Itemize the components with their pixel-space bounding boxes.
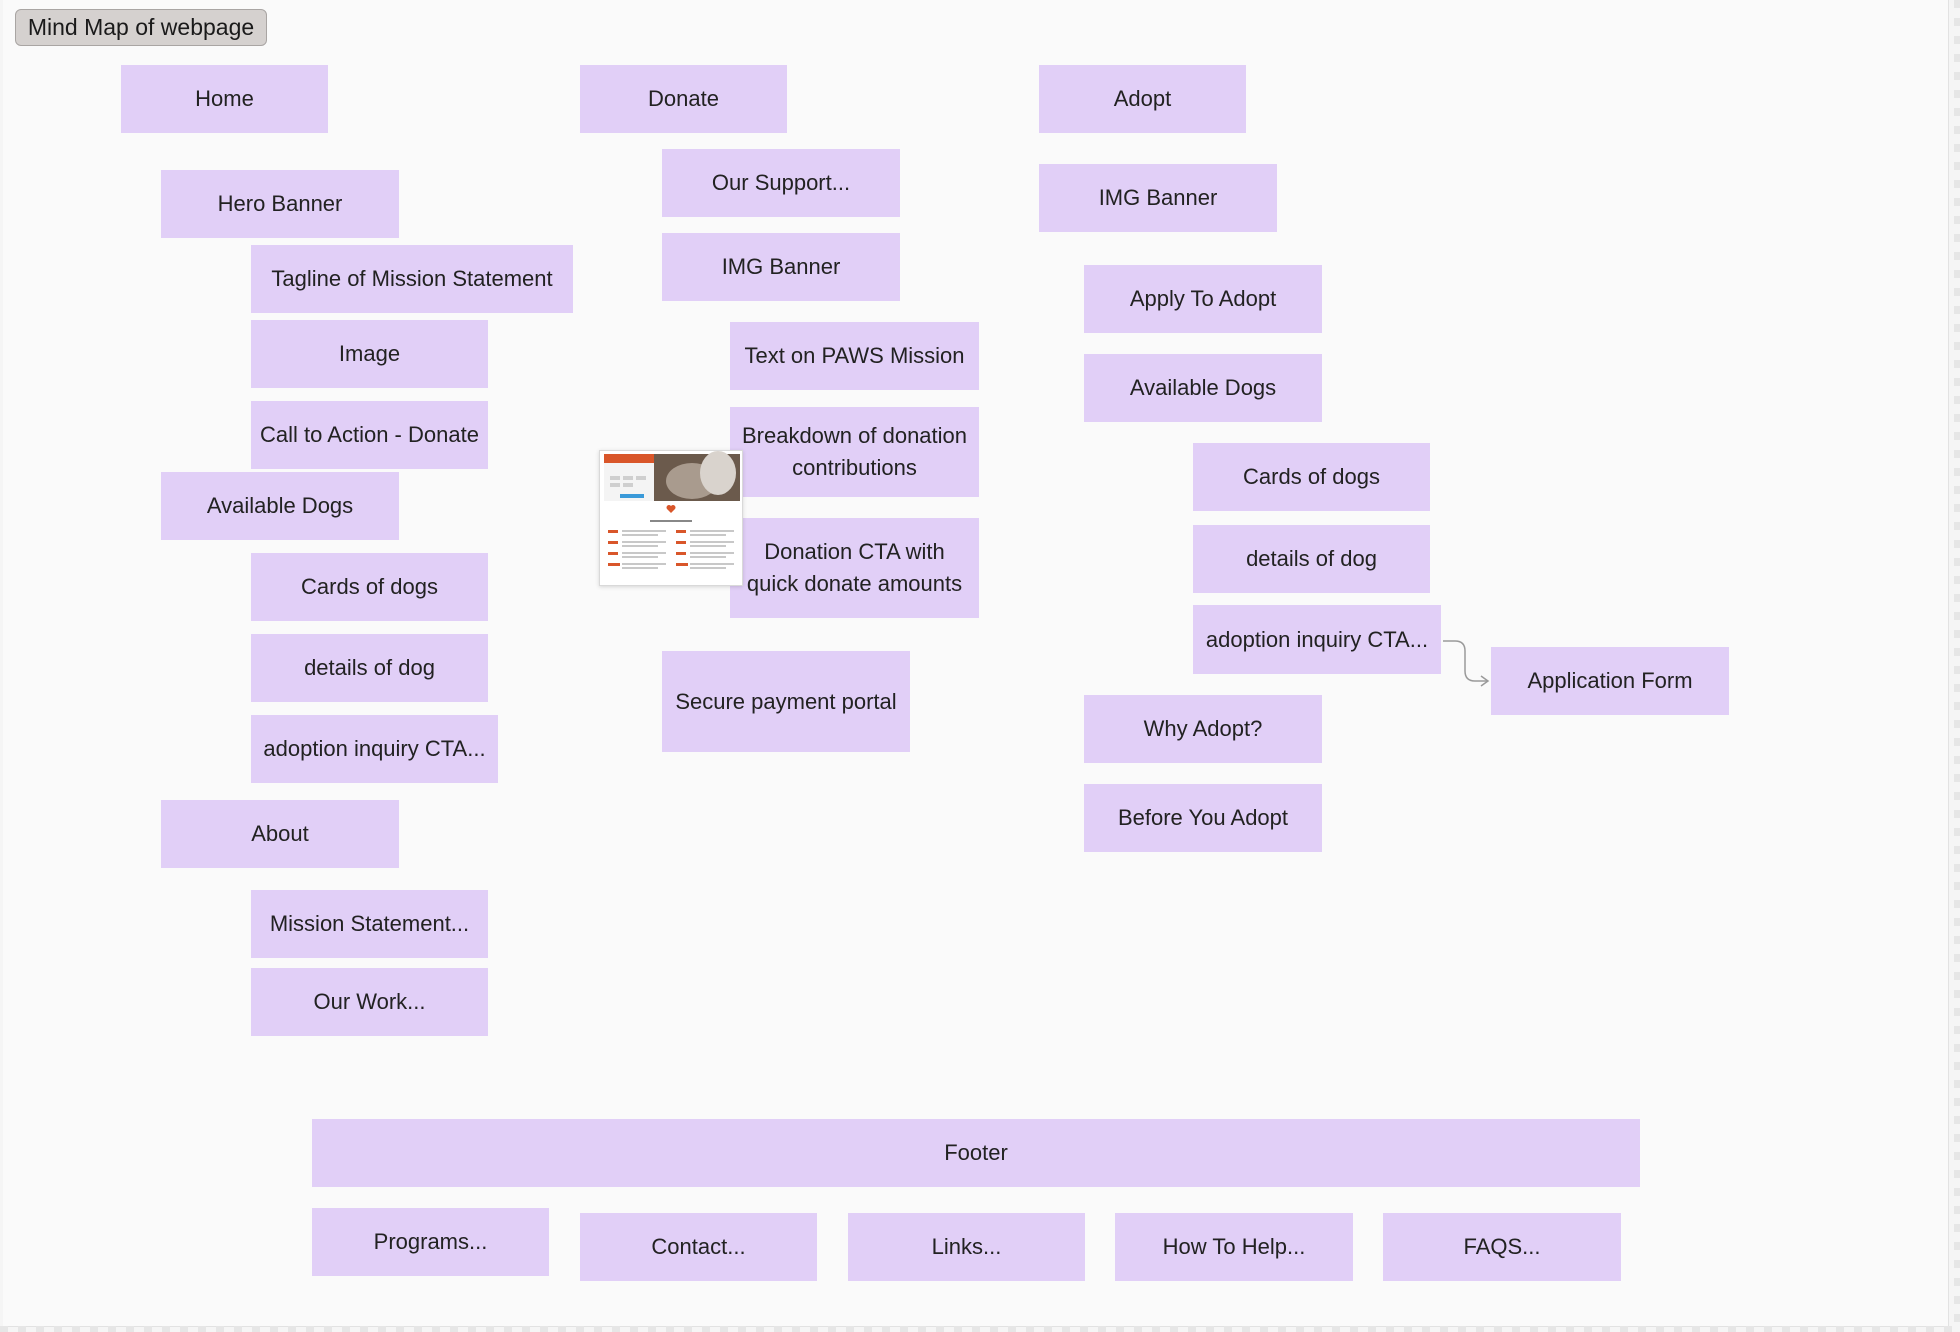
note-donate-img-banner[interactable]: IMG Banner	[662, 233, 900, 301]
note-our-work[interactable]: Our Work...	[251, 968, 488, 1036]
note-home-cards-of-dogs[interactable]: Cards of dogs	[251, 553, 488, 621]
note-adopt-available-dogs[interactable]: Available Dogs	[1084, 354, 1322, 422]
note-links[interactable]: Links...	[848, 1213, 1085, 1281]
note-home-details-of-dog[interactable]: details of dog	[251, 634, 488, 702]
note-hero-banner[interactable]: Hero Banner	[161, 170, 399, 238]
note-breakdown[interactable]: Breakdown of donation contributions	[730, 407, 979, 497]
board-title[interactable]: Mind Map of webpage	[15, 9, 267, 46]
note-why-adopt[interactable]: Why Adopt?	[1084, 695, 1322, 763]
note-adopt-cards-of-dogs[interactable]: Cards of dogs	[1193, 443, 1430, 511]
note-application-form[interactable]: Application Form	[1491, 647, 1729, 715]
note-cta-donate[interactable]: Call to Action - Donate	[251, 401, 488, 469]
note-adopt[interactable]: Adopt	[1039, 65, 1246, 133]
note-home-adoption-inquiry[interactable]: adoption inquiry CTA...	[251, 715, 498, 783]
canvas-edge-right	[1954, 0, 1960, 1332]
note-apply-to-adopt[interactable]: Apply To Adopt	[1084, 265, 1322, 333]
note-home-available-dogs[interactable]: Available Dogs	[161, 472, 399, 540]
note-how-to-help[interactable]: How To Help...	[1115, 1213, 1353, 1281]
note-faqs[interactable]: FAQS...	[1383, 1213, 1621, 1281]
note-adopt-details-of-dog[interactable]: details of dog	[1193, 525, 1430, 593]
note-footer[interactable]: Footer	[312, 1119, 1640, 1187]
note-programs[interactable]: Programs...	[312, 1208, 549, 1276]
note-donation-cta[interactable]: Donation CTA with quick donate amounts	[730, 518, 979, 618]
note-tagline[interactable]: Tagline of Mission Statement	[251, 245, 573, 313]
note-secure-payment[interactable]: Secure payment portal	[662, 651, 910, 752]
note-contact[interactable]: Contact...	[580, 1213, 817, 1281]
donate-page-thumbnail[interactable]	[599, 450, 743, 586]
note-our-support[interactable]: Our Support...	[662, 149, 900, 217]
note-mission-statement[interactable]: Mission Statement...	[251, 890, 488, 958]
note-adopt-img-banner[interactable]: IMG Banner	[1039, 164, 1277, 232]
note-adopt-adoption-inquiry[interactable]: adoption inquiry CTA...	[1193, 605, 1441, 674]
note-about[interactable]: About	[161, 800, 399, 868]
note-before-you-adopt[interactable]: Before You Adopt	[1084, 784, 1322, 852]
note-donate[interactable]: Donate	[580, 65, 787, 133]
donate-page-preview-image	[600, 451, 742, 585]
canvas-edge-bottom	[0, 1326, 1960, 1332]
note-home[interactable]: Home	[121, 65, 328, 133]
note-paws-mission[interactable]: Text on PAWS Mission	[730, 322, 979, 390]
note-image[interactable]: Image	[251, 320, 488, 388]
